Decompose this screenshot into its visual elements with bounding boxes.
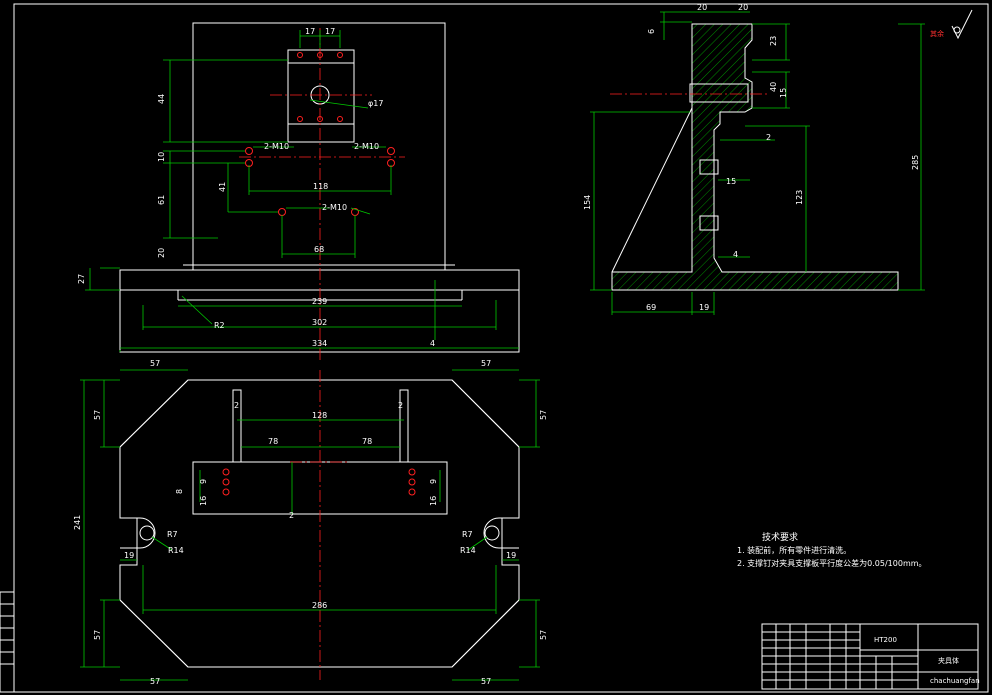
dim-r2: R2 (214, 321, 225, 330)
dim-286: 286 (312, 601, 327, 610)
dim-57-rb: 57 (539, 630, 548, 640)
dim-side-6: 6 (647, 29, 656, 34)
drawing-border (13, 3, 989, 693)
dim-side-2: 2 (766, 133, 771, 142)
dim-2b: 2 (398, 401, 403, 410)
technical-requirements: 技术要求 1. 装配前，所有零件进行清洗。 2. 支撑钉对夹具支撑板平行度公差为… (737, 531, 927, 568)
base-plate (119, 269, 520, 291)
dim-41: 41 (218, 182, 227, 192)
dim-side-4: 4 (733, 250, 738, 259)
revision-table (0, 591, 15, 693)
section-profile (611, 23, 899, 291)
dim-phi17: φ17 (368, 99, 383, 108)
roughness-symbol-icon (951, 9, 973, 40)
label-2m10-left: 2-M10 (264, 142, 289, 151)
dim-61: 61 (157, 195, 166, 205)
tech-notes-line1: 1. 装配前，所有零件进行清洗。 (737, 545, 851, 555)
dim-57-br: 57 (481, 677, 491, 686)
dim-10: 10 (157, 152, 166, 162)
dim-r14a: R14 (168, 546, 184, 555)
dim-17b: 17 (325, 27, 335, 36)
label-2m10-bottom: 2-M10 (322, 203, 347, 212)
dim-side-20b: 20 (738, 3, 748, 12)
dim-side-285: 285 (911, 155, 920, 170)
dim-44: 44 (157, 94, 166, 104)
plan-view: 57 57 57 57 128 78 78 2 2 8 9 9 16 16 2 … (73, 359, 548, 686)
dim-r7a: R7 (167, 530, 178, 539)
dim-57-lb: 57 (93, 630, 102, 640)
material-label: HT200 (874, 636, 897, 644)
part-name: 夹具体 (938, 656, 959, 665)
dim-2a: 2 (234, 401, 239, 410)
dim-4: 4 (430, 339, 435, 348)
dim-side-15b: 15 (726, 177, 736, 186)
dim-57-ls: 57 (93, 410, 102, 420)
base-outline (119, 379, 520, 668)
side-section-view: 20 20 6 23 40 15 2 15 154 123 4 285 69 1… (583, 3, 973, 315)
dim-8: 8 (175, 489, 184, 494)
dim-16b: 16 (429, 496, 438, 506)
dim-side-154: 154 (583, 195, 592, 210)
mounting-block (287, 49, 355, 143)
dim-57-tl: 57 (150, 359, 160, 368)
dim-side-20a: 20 (697, 3, 707, 12)
dim-side-69: 69 (646, 303, 656, 312)
dim-side-23: 23 (769, 36, 778, 46)
dim-241: 241 (73, 515, 82, 530)
dim-27: 27 (77, 274, 86, 284)
dim-57-bl: 57 (150, 677, 160, 686)
title-block: HT200 夹具体 chachuangfan (761, 623, 980, 690)
m10-hole (245, 147, 253, 155)
roughness-label: 其余 (930, 29, 944, 38)
dim-302: 302 (312, 318, 327, 327)
watermark: chachuangfan (930, 677, 980, 685)
front-view: 17 17 44 φ17 2-M10 2-M10 2-M10 10 41 61 … (77, 22, 520, 360)
dim-19b: 19 (506, 551, 516, 560)
dim-118: 118 (313, 182, 328, 191)
dim-20: 20 (157, 248, 166, 258)
tech-notes-title: 技术要求 (762, 531, 798, 543)
dim-57-tr: 57 (481, 359, 491, 368)
dim-128: 128 (312, 411, 327, 420)
dim-78a: 78 (268, 437, 278, 446)
dim-side-19: 19 (699, 303, 709, 312)
dim-r7b: R7 (462, 530, 473, 539)
dim-side-40: 40 (769, 82, 778, 92)
dim-16a: 16 (199, 496, 208, 506)
dim-239: 239 (312, 297, 327, 306)
dim-r14b: R14 (460, 546, 476, 555)
dim-57-rs: 57 (539, 410, 548, 420)
label-2m10-right: 2-M10 (354, 142, 379, 151)
dim-334: 334 (312, 339, 327, 348)
dim-side-123: 123 (795, 190, 804, 205)
dim-9b: 9 (429, 479, 438, 484)
dim-78b: 78 (362, 437, 372, 446)
dim-17a: 17 (305, 27, 315, 36)
dim-2c: 2 (289, 511, 294, 520)
dim-side-15a: 15 (779, 88, 788, 98)
tech-notes-line2: 2. 支撑钉对夹具支撑板平行度公差为0.05/100mm。 (737, 558, 927, 568)
dim-19a: 19 (124, 551, 134, 560)
dim-68: 68 (314, 245, 324, 254)
dim-9a: 9 (199, 479, 208, 484)
